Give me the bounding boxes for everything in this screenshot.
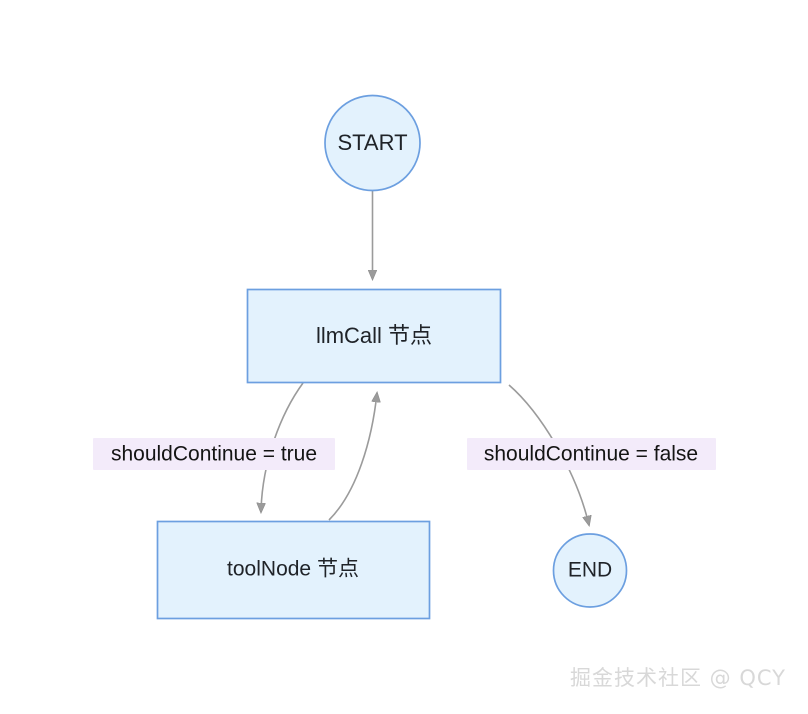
node-llmcall-label: llmCall 节点: [316, 323, 432, 348]
node-toolnode[interactable]: toolNode 节点: [156, 520, 431, 620]
node-toolnode-label: toolNode 节点: [227, 558, 359, 581]
node-toolnode-shape[interactable]: [156, 520, 431, 620]
watermark-label: 掘金技术社区 @ QCY: [570, 666, 786, 690]
edge-label-true: shouldContinue = true: [93, 438, 335, 470]
node-end-label: END: [568, 559, 612, 582]
node-end-shape[interactable]: [552, 533, 628, 608]
node-start[interactable]: START: [324, 94, 421, 192]
edge-label-true-background: [93, 438, 335, 470]
node-llmcall-shape[interactable]: [246, 288, 502, 384]
edge-label-false-text: shouldContinue = false: [484, 443, 698, 466]
node-llmcall[interactable]: llmCall 节点: [246, 288, 502, 384]
node-start-shape[interactable]: [324, 94, 421, 192]
edge-label-false: shouldContinue = false: [467, 438, 716, 470]
node-start-label: START: [337, 130, 407, 155]
edge-toolnode-to-llmcall: [328, 393, 377, 521]
edge-label-false-background: [467, 438, 716, 470]
edge-label-true-text: shouldContinue = true: [111, 443, 317, 466]
node-end[interactable]: END: [552, 533, 628, 608]
